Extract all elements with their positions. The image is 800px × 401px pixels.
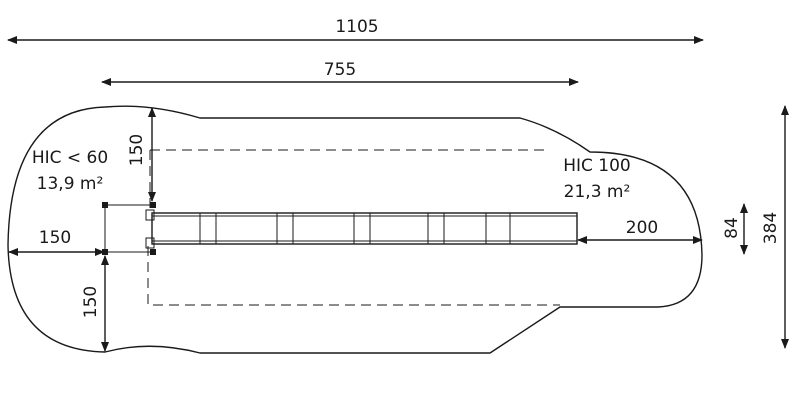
dim-label-384: 384 [761, 212, 781, 244]
zone-large-hic: HIC 100 [563, 156, 631, 176]
dim-label-150-top: 150 [127, 134, 147, 166]
dim-label-84: 84 [722, 217, 742, 239]
zone-small-hic: HIC < 60 [32, 148, 108, 168]
dim-label-755: 755 [324, 60, 356, 80]
zone-small-area: 13,9 m² [37, 174, 104, 194]
equipment-beam [102, 202, 578, 255]
zone-large-area: 21,3 m² [564, 182, 631, 202]
dim-label-150-side: 150 [39, 228, 71, 248]
safety-zone-outline [7, 105, 703, 354]
dim-label-1105: 1105 [335, 17, 378, 37]
dim-label-200: 200 [626, 218, 658, 238]
dim-label-150-bottom: 150 [81, 286, 101, 318]
